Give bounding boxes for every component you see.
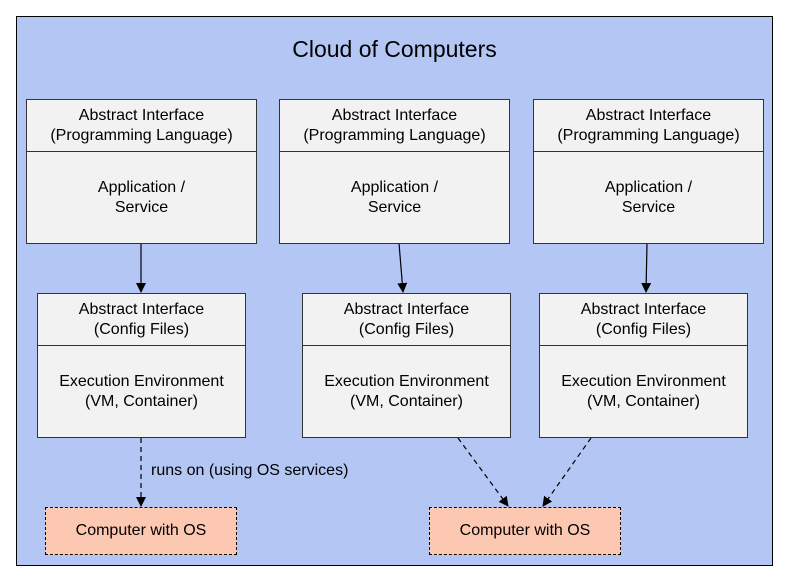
interface-line: Abstract Interface xyxy=(580,300,707,318)
env-interface-2: Abstract Interface (Config Files) xyxy=(540,294,747,346)
body-line: Service xyxy=(621,198,676,216)
env-interface-1: Abstract Interface (Config Files) xyxy=(303,294,510,346)
body-line: Service xyxy=(114,198,169,216)
body-line: Application / xyxy=(604,178,693,196)
interface-line: Abstract Interface xyxy=(78,106,205,124)
edge-label-runs-on: runs on (using OS services) xyxy=(151,462,349,479)
env-body-1: Execution Environment (VM, Container) xyxy=(303,346,510,437)
env-node-0: Abstract Interface (Config Files) Execut… xyxy=(37,293,246,438)
env-body-0: Execution Environment (VM, Container) xyxy=(38,346,245,437)
edge-env-1-computer-1 xyxy=(457,437,509,507)
env-body-2: Execution Environment (VM, Container) xyxy=(540,346,747,437)
body-line: Service xyxy=(367,198,422,216)
env-node-1: Abstract Interface (Config Files) Execut… xyxy=(302,293,511,438)
interface-line: Abstract Interface xyxy=(343,300,470,318)
interface-line: (Programming Language) xyxy=(50,126,233,144)
body-line: Application / xyxy=(97,178,186,196)
app-interface-2: Abstract Interface (Programming Language… xyxy=(534,100,763,152)
body-line: (VM, Container) xyxy=(587,392,700,410)
env-interface-0: Abstract Interface (Config Files) xyxy=(38,294,245,346)
app-body-1: Application / Service xyxy=(280,152,509,243)
app-node-0: Abstract Interface (Programming Language… xyxy=(26,99,257,244)
env-node-2: Abstract Interface (Config Files) Execut… xyxy=(539,293,748,438)
edge-app-1-env-1 xyxy=(397,242,408,293)
interface-line: (Config Files) xyxy=(93,320,190,338)
body-line: Execution Environment xyxy=(324,372,489,390)
interface-line: Abstract Interface xyxy=(78,300,205,318)
interface-line: Abstract Interface xyxy=(585,106,712,124)
interface-line: (Programming Language) xyxy=(303,126,486,144)
app-node-2: Abstract Interface (Programming Language… xyxy=(533,99,764,244)
body-line: (VM, Container) xyxy=(350,392,463,410)
interface-line: (Config Files) xyxy=(595,320,692,338)
body-line: (VM, Container) xyxy=(85,392,198,410)
body-line: Execution Environment xyxy=(561,372,726,390)
app-body-2: Application / Service xyxy=(534,152,763,243)
interface-line: Abstract Interface xyxy=(331,106,458,124)
edge-env-2-computer-1 xyxy=(542,437,592,507)
interface-line: (Programming Language) xyxy=(557,126,740,144)
app-node-1: Abstract Interface (Programming Language… xyxy=(279,99,510,244)
app-body-0: Application / Service xyxy=(27,152,256,243)
computer-label: Computer with OS xyxy=(459,522,591,539)
interface-line: (Config Files) xyxy=(358,320,455,338)
cluster-title: Cloud of Computers xyxy=(292,36,497,62)
app-interface-1: Abstract Interface (Programming Language… xyxy=(280,100,509,152)
computer-node-0: Computer with OS xyxy=(45,507,237,555)
computer-label: Computer with OS xyxy=(75,522,207,539)
body-line: Application / xyxy=(350,178,439,196)
app-interface-0: Abstract Interface (Programming Language… xyxy=(27,100,256,152)
body-line: Execution Environment xyxy=(59,372,224,390)
computer-node-1: Computer with OS xyxy=(429,507,621,555)
edge-app-2-env-2 xyxy=(641,242,652,293)
